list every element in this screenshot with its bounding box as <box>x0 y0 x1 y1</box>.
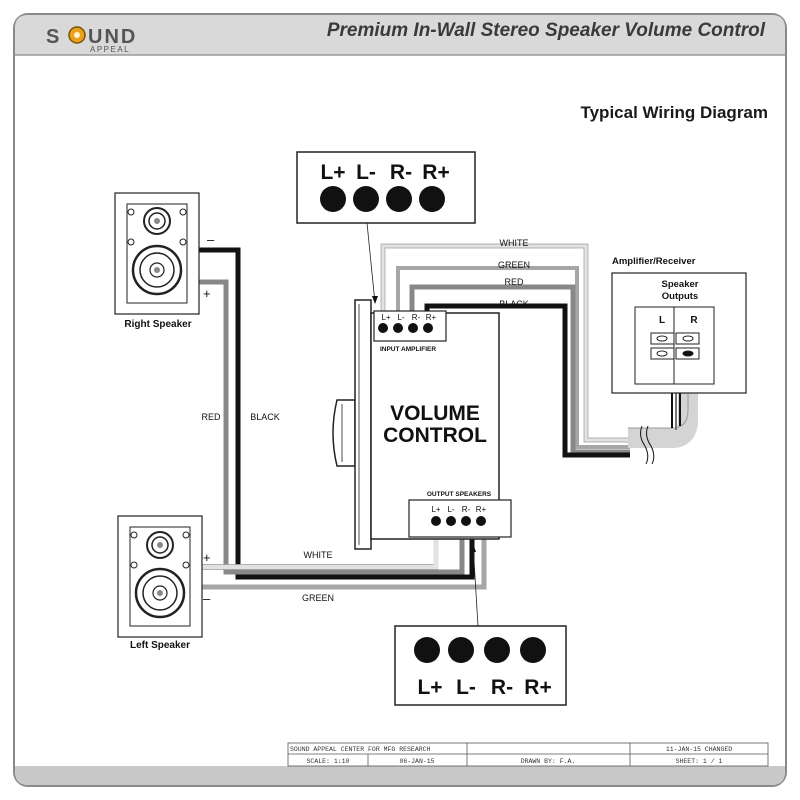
wire-green-left <box>198 538 487 590</box>
wire-white-left <box>198 538 439 570</box>
input-callout-r-minus: R- <box>390 161 412 184</box>
wire-label-green-top: GREEN <box>498 260 530 270</box>
amplifier-receiver <box>611 272 747 394</box>
titleblock-changed: 11-JAN-15 CHANGED <box>666 746 732 753</box>
amplifier-L-label: L <box>659 315 665 326</box>
input-terminal-r-minus: R- <box>412 313 421 322</box>
input-callout-l-plus: L+ <box>320 161 345 184</box>
wire-label-red-left: RED <box>201 412 221 422</box>
titleblock-drawn-by: DRAWN BY: F.A. <box>521 758 576 765</box>
output-terminal-r-plus: R+ <box>476 505 487 514</box>
amplifier-R-label: R <box>690 315 698 326</box>
svg-text:UND: UND <box>88 26 137 48</box>
input-callout <box>296 151 476 304</box>
output-callout-l-minus: L- <box>456 676 476 699</box>
brand-logo: S UND APPEAL <box>46 26 137 54</box>
output-terminal-l-plus: L+ <box>431 505 440 514</box>
left-speaker-label: Left Speaker <box>130 640 190 651</box>
titleblock-company: SOUND APPEAL CENTER FOR MFG RESEARCH <box>290 746 431 753</box>
right-speaker <box>114 192 200 315</box>
output-speakers-label: OUTPUT SPEAKERS <box>427 491 492 498</box>
output-callout-l-plus: L+ <box>417 676 442 699</box>
wire-white-left-edge <box>198 564 439 570</box>
title-block <box>287 742 769 767</box>
wire-white-top <box>381 244 630 442</box>
titleblock-scale: SCALE: 1:10 <box>307 758 350 765</box>
wire-label-red-top: RED <box>504 277 524 287</box>
output-callout <box>394 543 567 706</box>
left-speaker-plus: + <box>203 550 211 565</box>
diagram-title: Typical Wiring Diagram <box>580 103 768 122</box>
wires <box>198 243 698 590</box>
right-speaker-minus: – <box>207 232 215 247</box>
input-callout-l-minus: L- <box>356 161 376 184</box>
volume-label-line2: CONTROL <box>383 424 487 447</box>
right-speaker-label: Right Speaker <box>124 319 191 330</box>
wire-red-right <box>198 279 465 575</box>
input-amplifier-label: INPUT AMPLIFIER <box>380 346 436 353</box>
wire-label-black-left: BLACK <box>250 412 280 422</box>
output-callout-r-plus: R+ <box>524 676 551 699</box>
svg-text:APPEAL: APPEAL <box>90 45 130 54</box>
left-speaker <box>117 515 203 638</box>
output-terminal-r-minus: R- <box>462 505 471 514</box>
wire-label-black-top: BLACK <box>499 299 529 309</box>
wire-green-top <box>396 266 630 449</box>
right-speaker-plus: + <box>203 286 211 301</box>
input-terminal-l-plus: L+ <box>381 313 390 322</box>
input-callout-r-plus: R+ <box>422 161 449 184</box>
input-terminal-r-plus: R+ <box>426 313 437 322</box>
amplifier-outputs-line2: Outputs <box>662 291 698 302</box>
output-terminal-l-minus: L- <box>447 505 454 514</box>
wire-label-white-bottom: WHITE <box>304 550 333 560</box>
wire-black-right <box>198 247 475 580</box>
titleblock-date: 06-JAN-15 <box>399 758 434 765</box>
left-speaker-minus: – <box>203 591 211 606</box>
page-header-title: Premium In-Wall Stereo Speaker Volume Co… <box>326 20 765 41</box>
svg-text:S: S <box>46 26 61 48</box>
wire-red-top <box>409 284 630 455</box>
output-callout-r-minus: R- <box>491 676 513 699</box>
amplifier-outputs-line1: Speaker <box>662 279 699 290</box>
wire-label-white-top: WHITE <box>500 238 529 248</box>
output-terminal-block <box>408 499 512 538</box>
input-terminal-l-minus: L- <box>397 313 404 322</box>
wire-label-green-bottom: GREEN <box>302 593 334 603</box>
header-band <box>15 15 785 55</box>
cable-bundle <box>628 360 698 449</box>
titleblock-sheet: SHEET: 1 / 1 <box>676 758 723 765</box>
wire-white-top-edge <box>380 243 630 443</box>
amplifier-title: Amplifier/Receiver <box>612 256 696 267</box>
footer-band <box>15 766 785 785</box>
volume-label-line1: VOLUME <box>390 402 480 425</box>
input-terminal-block <box>373 310 447 342</box>
